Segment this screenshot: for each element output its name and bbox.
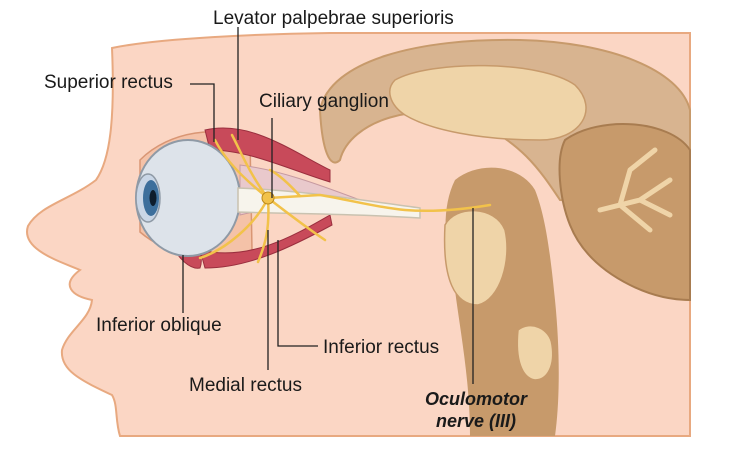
label-levator-palpebrae-superioris: Levator palpebrae superioris [213,8,454,29]
oculomotor-nerve-branches [198,133,492,264]
label-inferior-rectus: Inferior rectus [323,337,440,358]
medulla [516,324,554,381]
cerebellum-branches [597,147,673,233]
thalamus [389,64,587,141]
inferior-rectus-muscle [199,214,333,269]
label-inferior-oblique: Inferior oblique [96,315,222,336]
label-ciliary-ganglion: Ciliary ganglion [259,91,389,112]
pons [443,209,508,306]
leader-inferior-rectus [277,240,318,347]
leader-superior-rectus [190,83,215,142]
ciliary-ganglion-node [261,191,275,205]
label-medial-rectus: Medial rectus [189,375,302,396]
label-superior-rectus: Superior rectus [44,72,173,93]
label-oculomotor-line2: nerve (III) [435,411,517,431]
leader-lines [182,27,474,384]
label-oculomotor-line1: Oculomotor [425,389,527,409]
label-oculomotor-nerve: Oculomotor nerve (III) [412,388,540,432]
pupil [149,190,157,206]
